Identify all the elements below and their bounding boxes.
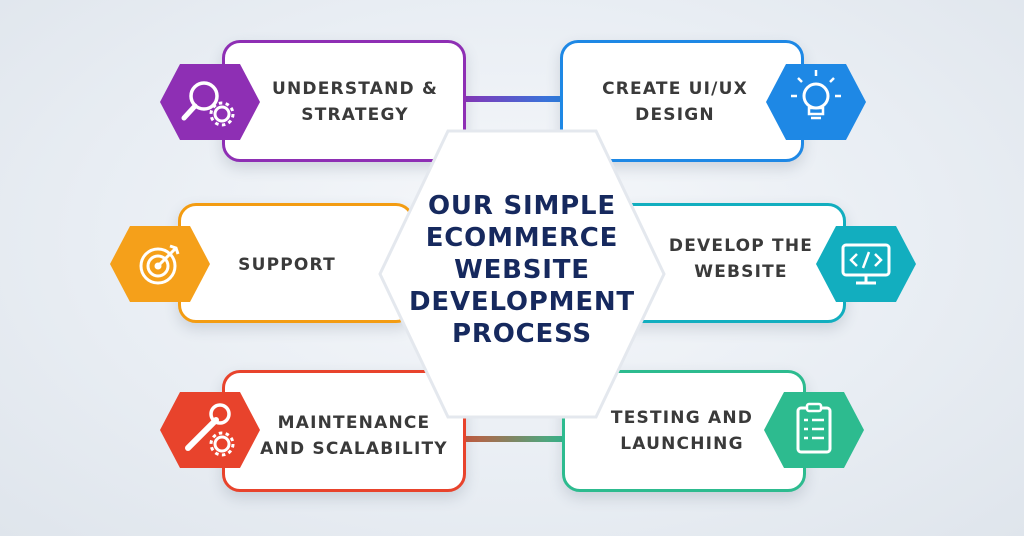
code-monitor-icon — [816, 226, 916, 302]
step-label-testing-and-launching: TESTING AND LAUNCHING — [610, 408, 754, 454]
step-label-understand-strategy: UNDERSTAND & STRATEGY — [271, 79, 438, 125]
step-label-support: SUPPORT — [238, 255, 336, 275]
step-card-understand-strategy — [222, 40, 466, 162]
step-label-maintenance-and-scalability: MAINTENANCE AND SCALABILITY — [260, 413, 448, 459]
step-card-maintenance-and-scalability — [222, 370, 466, 492]
step-label-develop-the-website: DEVELOP THE WEBSITE — [668, 236, 814, 282]
step-card-support — [178, 203, 414, 323]
magnifier-gear-icon — [160, 64, 260, 140]
center-title: OUR SIMPLE ECOMMERCE WEBSITE DEVELOPMENT… — [409, 191, 635, 349]
connector-bottom — [440, 436, 570, 442]
wrench-gear-icon — [160, 392, 260, 468]
step-label-create-ui-ux-design: CREATE UI/UX DESIGN — [602, 79, 748, 125]
target-icon — [110, 226, 210, 302]
clipboard-checklist-icon — [764, 392, 864, 468]
center-hexagon — [378, 129, 666, 419]
connector-top — [455, 96, 575, 102]
lightbulb-icon — [766, 64, 866, 140]
